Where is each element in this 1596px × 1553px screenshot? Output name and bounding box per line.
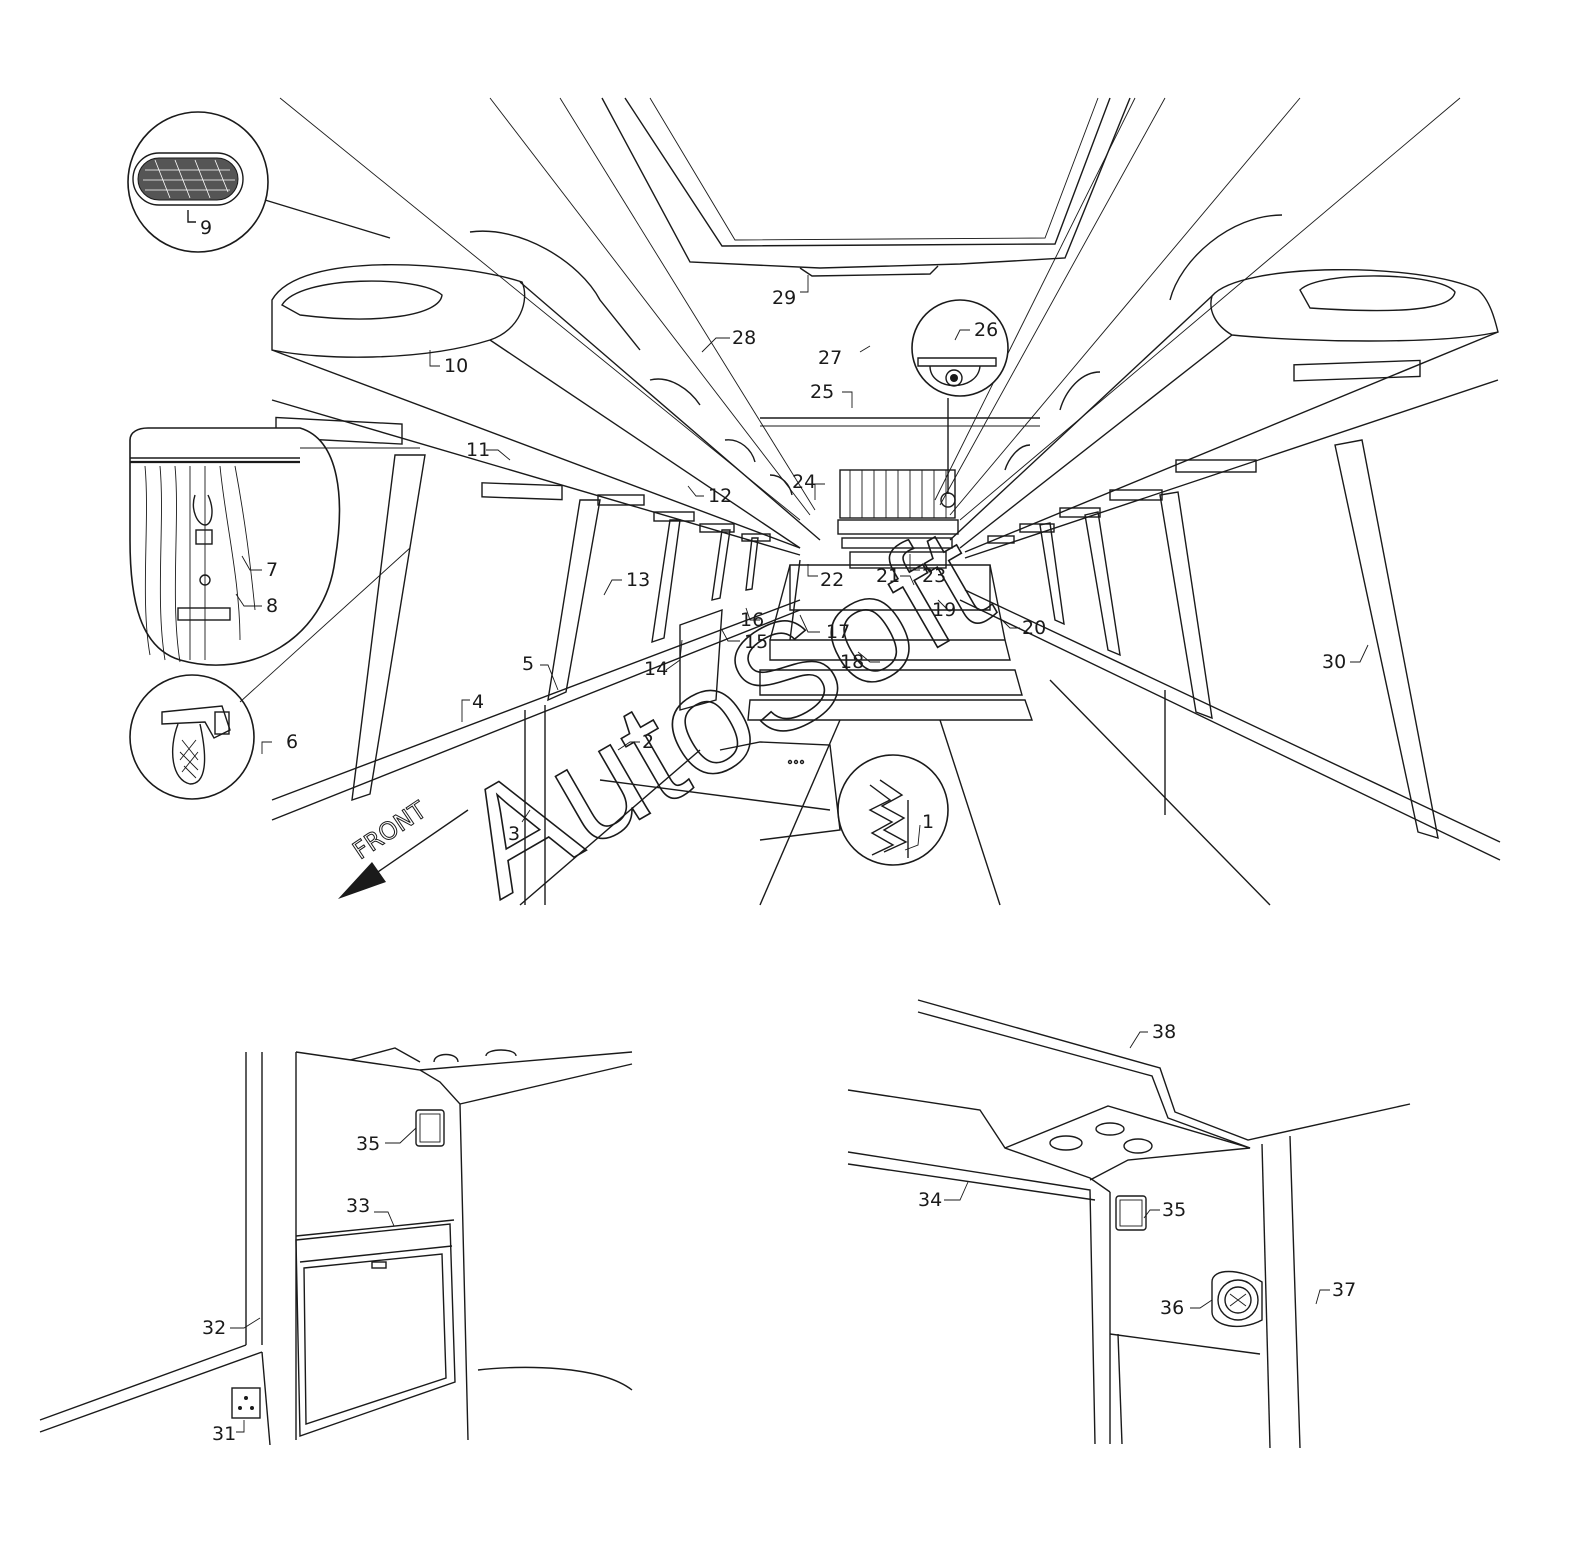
callout-16: 16 (740, 609, 764, 631)
camera-detail-circle (911, 299, 1009, 508)
callout-22: 22 (820, 569, 844, 591)
callout-31: 31 (212, 1423, 236, 1445)
lamp-icon (137, 157, 239, 201)
hammer-icon (415, 1109, 445, 1147)
callout-15: 15 (744, 631, 768, 653)
callout-4: 4 (472, 691, 484, 713)
callout-20: 20 (1022, 617, 1046, 639)
main-interior-view: AutoSoft FRONT (127, 97, 1501, 929)
callout-8: 8 (266, 595, 278, 617)
curtain-detail-icon (144, 465, 256, 663)
callout-7: 7 (266, 559, 278, 581)
callout-19: 19 (932, 599, 956, 621)
leader-lines (230, 275, 1369, 1433)
handle-detail-icon (161, 705, 231, 785)
callout-34: 34 (918, 1189, 942, 1211)
camera-icon (917, 357, 997, 387)
floor-detail-circle (599, 754, 949, 866)
callout-33: 33 (346, 1195, 370, 1217)
watermark-text: AutoSoft (432, 495, 1014, 928)
callout-28: 28 (732, 327, 756, 349)
callout-35-right: 35 (1162, 1199, 1186, 1221)
callout-23: 23 (922, 565, 946, 587)
callout-21: 21 (876, 565, 900, 587)
callout-14: 14 (644, 658, 668, 680)
bottom-right-view (847, 999, 1411, 1449)
callout-38: 38 (1152, 1021, 1176, 1043)
curtain-detail-circle (129, 427, 420, 666)
callout-32: 32 (202, 1317, 226, 1339)
callout-12: 12 (708, 485, 732, 507)
socket-icon (231, 1387, 261, 1419)
callout-30: 30 (1322, 651, 1346, 673)
callout-26: 26 (974, 319, 998, 341)
bottom-left-view (39, 1047, 633, 1446)
callout-17: 17 (826, 621, 850, 643)
callout-37: 37 (1332, 1279, 1356, 1301)
callout-24: 24 (792, 471, 816, 493)
hammer-icon (1115, 1195, 1147, 1231)
callout-6: 6 (286, 731, 298, 753)
callout-29: 29 (772, 287, 796, 309)
callout-25: 25 (810, 381, 834, 403)
callout-36: 36 (1160, 1297, 1184, 1319)
roof-hatch (601, 97, 1131, 277)
callout-labels: 1 2 3 4 5 6 7 8 9 10 11 12 13 14 15 16 1… (200, 217, 1356, 1445)
callout-3: 3 (508, 823, 520, 845)
rear-wall (760, 417, 1040, 569)
callout-27: 27 (818, 347, 842, 369)
lamp-detail-circle (127, 111, 391, 253)
ceiling-lines (279, 97, 1461, 521)
right-luggage-rack (949, 214, 1499, 559)
callout-13: 13 (626, 569, 650, 591)
right-side-wall (959, 439, 1501, 861)
direction-label: FRONT (348, 796, 432, 865)
callout-10: 10 (444, 355, 468, 377)
callout-35-left: 35 (356, 1133, 380, 1155)
callout-9: 9 (200, 217, 212, 239)
callout-1: 1 (922, 811, 934, 833)
window-33 (295, 1219, 456, 1437)
knob-icon (1211, 1270, 1263, 1328)
callout-5: 5 (522, 653, 534, 675)
aisle-stairs (519, 559, 1271, 906)
callout-2: 2 (642, 731, 654, 753)
left-luggage-rack (271, 230, 821, 556)
callout-11: 11 (466, 439, 490, 461)
left-side-wall (271, 454, 801, 905)
watermark: AutoSoft (431, 494, 1015, 929)
callout-18: 18 (840, 651, 864, 673)
handle-detail-circle (129, 547, 411, 800)
